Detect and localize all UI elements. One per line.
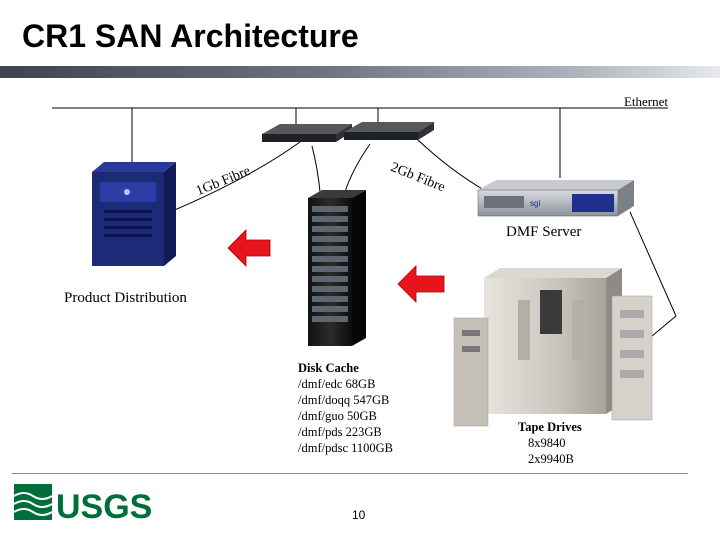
disk-cache-entry: /dmf/pds 223GB (298, 425, 382, 439)
disk-cache-entry: /dmf/edc 68GB (298, 377, 376, 391)
title-underline-bar (0, 66, 720, 78)
product-distribution-label: Product Distribution (64, 290, 187, 306)
footer-divider (12, 473, 688, 474)
fibre-link-switch-to-dmf (417, 139, 485, 191)
red-arrow-left (227, 229, 271, 267)
tape-library (453, 268, 653, 427)
tape-drive-entry: 8x9840 (528, 436, 566, 450)
svg-text:USGS: USGS (56, 488, 152, 526)
dmf-server: sgi (477, 180, 634, 217)
page-number: 10 (352, 508, 366, 522)
disk-cache-info: Disk Cache /dmf/edc 68GB /dmf/doqq 547GB… (298, 360, 393, 456)
red-arrow-right (397, 265, 445, 303)
disk-cache-entry: /dmf/pdsc 1100GB (298, 441, 394, 455)
distribution-server (92, 162, 176, 266)
fibre-link-switch2-to-disk (344, 143, 371, 193)
fibre-switch-2 (344, 122, 434, 140)
fibre-link-switch-to-left-server (169, 141, 301, 213)
disk-cache-rack (308, 190, 366, 346)
disk-cache-entry: /dmf/doqq 547GB (298, 393, 390, 407)
tape-drive-entry: 2x9940B (528, 452, 574, 466)
fibre-switch-1 (262, 124, 352, 142)
fibre-link-switch-to-disk (311, 145, 321, 193)
slide-title: CR1 SAN Architecture (22, 18, 359, 54)
disk-cache-entry: /dmf/guo 50GB (298, 409, 377, 423)
disk-cache-heading: Disk Cache (298, 361, 359, 375)
tape-drives-heading: Tape Drives (518, 420, 582, 434)
ethernet-label: Ethernet (623, 94, 668, 109)
dmf-server-label: DMF Server (506, 224, 582, 240)
usgs-logo: USGS (13, 484, 152, 526)
tape-drives-info: Tape Drives 8x9840 2x9940B (518, 419, 582, 467)
svg-text:sgi: sgi (530, 199, 540, 208)
